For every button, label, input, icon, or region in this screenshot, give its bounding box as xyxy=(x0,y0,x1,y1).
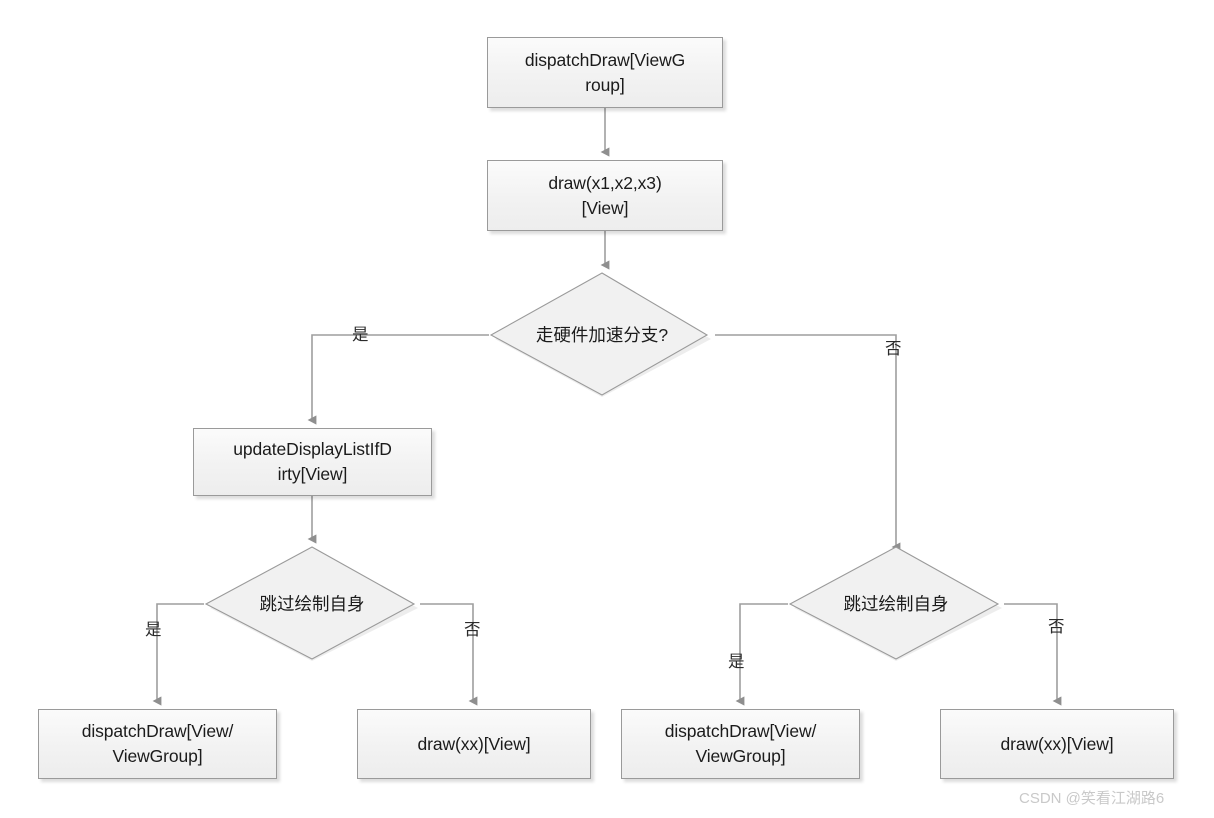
node-label: draw(x1,x2,x3) [View] xyxy=(548,172,662,218)
node-label: draw(xx)[View] xyxy=(1000,733,1114,754)
node-skip-self-draw-left[interactable]: 跳过绘制自身 xyxy=(204,546,420,661)
node-label: dispatchDraw[ViewG roup] xyxy=(524,49,686,95)
diamond-shape xyxy=(788,546,1002,661)
node-label: 走硬件加速分支? xyxy=(535,325,669,345)
node-label: dispatchDraw[View/ ViewGroup] xyxy=(81,721,234,766)
node-label: 跳过绘制自身 xyxy=(259,594,365,614)
edge-label-hw-yes: 是 xyxy=(352,326,369,344)
edge-label-hw-no: 否 xyxy=(885,340,902,358)
edge-right-skip-yes xyxy=(735,603,788,706)
csdn-watermark: CSDN @笑看江湖路6 xyxy=(1019,790,1165,807)
edge-left-skip-no xyxy=(420,603,478,706)
node-hardware-accel-decision[interactable]: 走硬件加速分支? xyxy=(489,272,715,397)
edge-label-left-no: 否 xyxy=(464,621,481,639)
edge-hwdecision-yes xyxy=(307,334,489,425)
node-label: updateDisplayListIfD irty[View] xyxy=(233,439,392,484)
node-dispatch-draw-viewgroup[interactable]: dispatchDraw[ViewG roup] xyxy=(487,37,723,108)
edge-label-left-yes: 是 xyxy=(145,621,162,639)
edge-right-skip-no xyxy=(1004,603,1062,706)
node-label: draw(xx)[View] xyxy=(417,733,531,754)
node-draw-x1-x2-x3-view[interactable]: draw(x1,x2,x3) [View] xyxy=(487,160,723,231)
edge-label-right-no: 否 xyxy=(1048,618,1065,636)
edge-hwdecision-no xyxy=(715,334,901,552)
diamond-shape xyxy=(204,546,418,661)
node-update-display-list-if-dirty[interactable]: updateDisplayListIfD irty[View] xyxy=(193,428,432,496)
node-skip-self-draw-right[interactable]: 跳过绘制自身 xyxy=(788,546,1004,661)
node-draw-xx-view-left[interactable]: draw(xx)[View] xyxy=(357,709,591,779)
node-label: dispatchDraw[View/ ViewGroup] xyxy=(664,721,817,766)
node-dispatch-draw-right[interactable]: dispatchDraw[View/ ViewGroup] xyxy=(621,709,860,779)
node-label: 跳过绘制自身 xyxy=(843,594,949,614)
node-dispatch-draw-left[interactable]: dispatchDraw[View/ ViewGroup] xyxy=(38,709,277,779)
node-draw-xx-view-right[interactable]: draw(xx)[View] xyxy=(940,709,1174,779)
edge-left-skip-yes xyxy=(152,603,204,706)
diamond-shape xyxy=(489,272,711,397)
edge-label-right-yes: 是 xyxy=(728,653,745,671)
